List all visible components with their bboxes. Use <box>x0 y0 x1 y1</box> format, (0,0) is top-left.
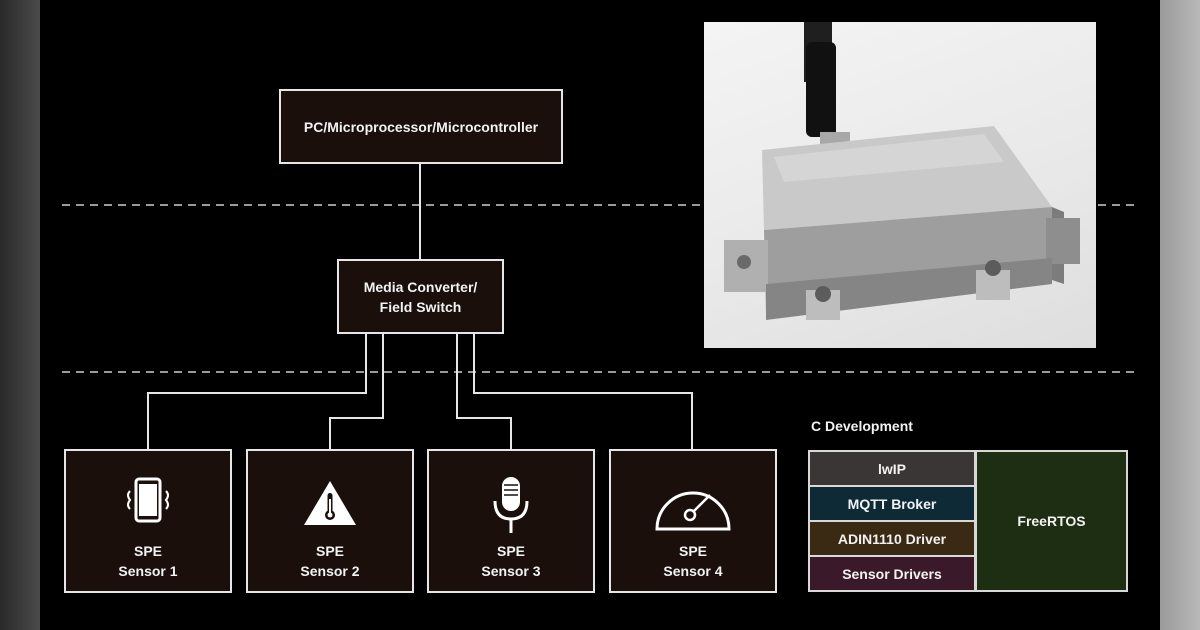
sensor-3-line1: SPE <box>496 543 525 559</box>
layer-sensor-drivers-label: Sensor Drivers <box>842 565 942 582</box>
converter-label-line1: Media Converter/ <box>363 278 478 295</box>
freertos-label: FreeRTOS <box>1017 513 1086 529</box>
sensor-3-line2: Sensor 3 <box>481 563 541 579</box>
device-photo <box>704 22 1096 348</box>
converter-label-line2: Field Switch <box>379 298 462 315</box>
wire-sensor-2 <box>329 334 384 449</box>
layer-adin1110-label: ADIN1110 Driver <box>837 530 947 547</box>
wire-sensor-1 <box>147 334 367 449</box>
gauge-icon <box>655 491 731 531</box>
sensor-4-line1: SPE <box>678 543 707 559</box>
sensor-2-line1: SPE <box>315 543 344 559</box>
layer-lwip-label: lwIP <box>877 460 906 477</box>
phone-vibrate-icon <box>127 477 169 523</box>
host-node: PC/Microprocessor/Microcontroller <box>279 89 563 164</box>
software-stack: lwIP MQTT Broker ADIN1110 Driver Sensor … <box>808 450 1128 592</box>
enclosure-illustration <box>724 22 1080 320</box>
software-stack-title: C Development <box>811 418 913 434</box>
right-margin <box>1160 0 1200 630</box>
layer-mqtt-broker: MQTT Broker <box>810 487 974 520</box>
microphone-icon <box>493 477 529 533</box>
layer-mqtt-label: MQTT Broker <box>847 495 937 512</box>
sensor-1-line2: Sensor 1 <box>118 563 178 579</box>
sensor-node-2: SPE Sensor 2 <box>246 449 414 593</box>
layer-lwip: lwIP <box>810 452 974 485</box>
left-margin <box>0 0 40 630</box>
media-converter-node: Media Converter/ Field Switch <box>337 259 504 334</box>
sensor-node-3: SPE Sensor 3 <box>427 449 595 593</box>
temperature-warning-icon <box>304 481 356 525</box>
wire-sensor-4 <box>473 334 693 449</box>
layer-freertos: FreeRTOS <box>977 452 1126 590</box>
sensor-4-line2: Sensor 4 <box>663 563 723 579</box>
layer-adin1110-driver: ADIN1110 Driver <box>810 522 974 555</box>
sensor-node-1: SPE Sensor 1 <box>64 449 232 593</box>
wire-sensor-3 <box>456 334 512 449</box>
host-label: PC/Microprocessor/Microcontroller <box>303 118 539 135</box>
sensor-node-4: SPE Sensor 4 <box>609 449 777 593</box>
sensor-1-line1: SPE <box>133 543 162 559</box>
sensor-2-line2: Sensor 2 <box>300 563 360 579</box>
layer-sensor-drivers: Sensor Drivers <box>810 557 974 590</box>
